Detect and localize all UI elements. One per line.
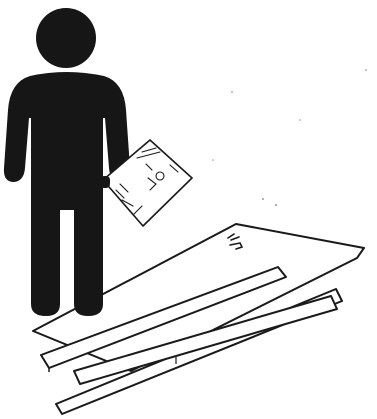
- speckle-dots: [212, 69, 367, 206]
- person-silhouette-icon: [4, 8, 130, 316]
